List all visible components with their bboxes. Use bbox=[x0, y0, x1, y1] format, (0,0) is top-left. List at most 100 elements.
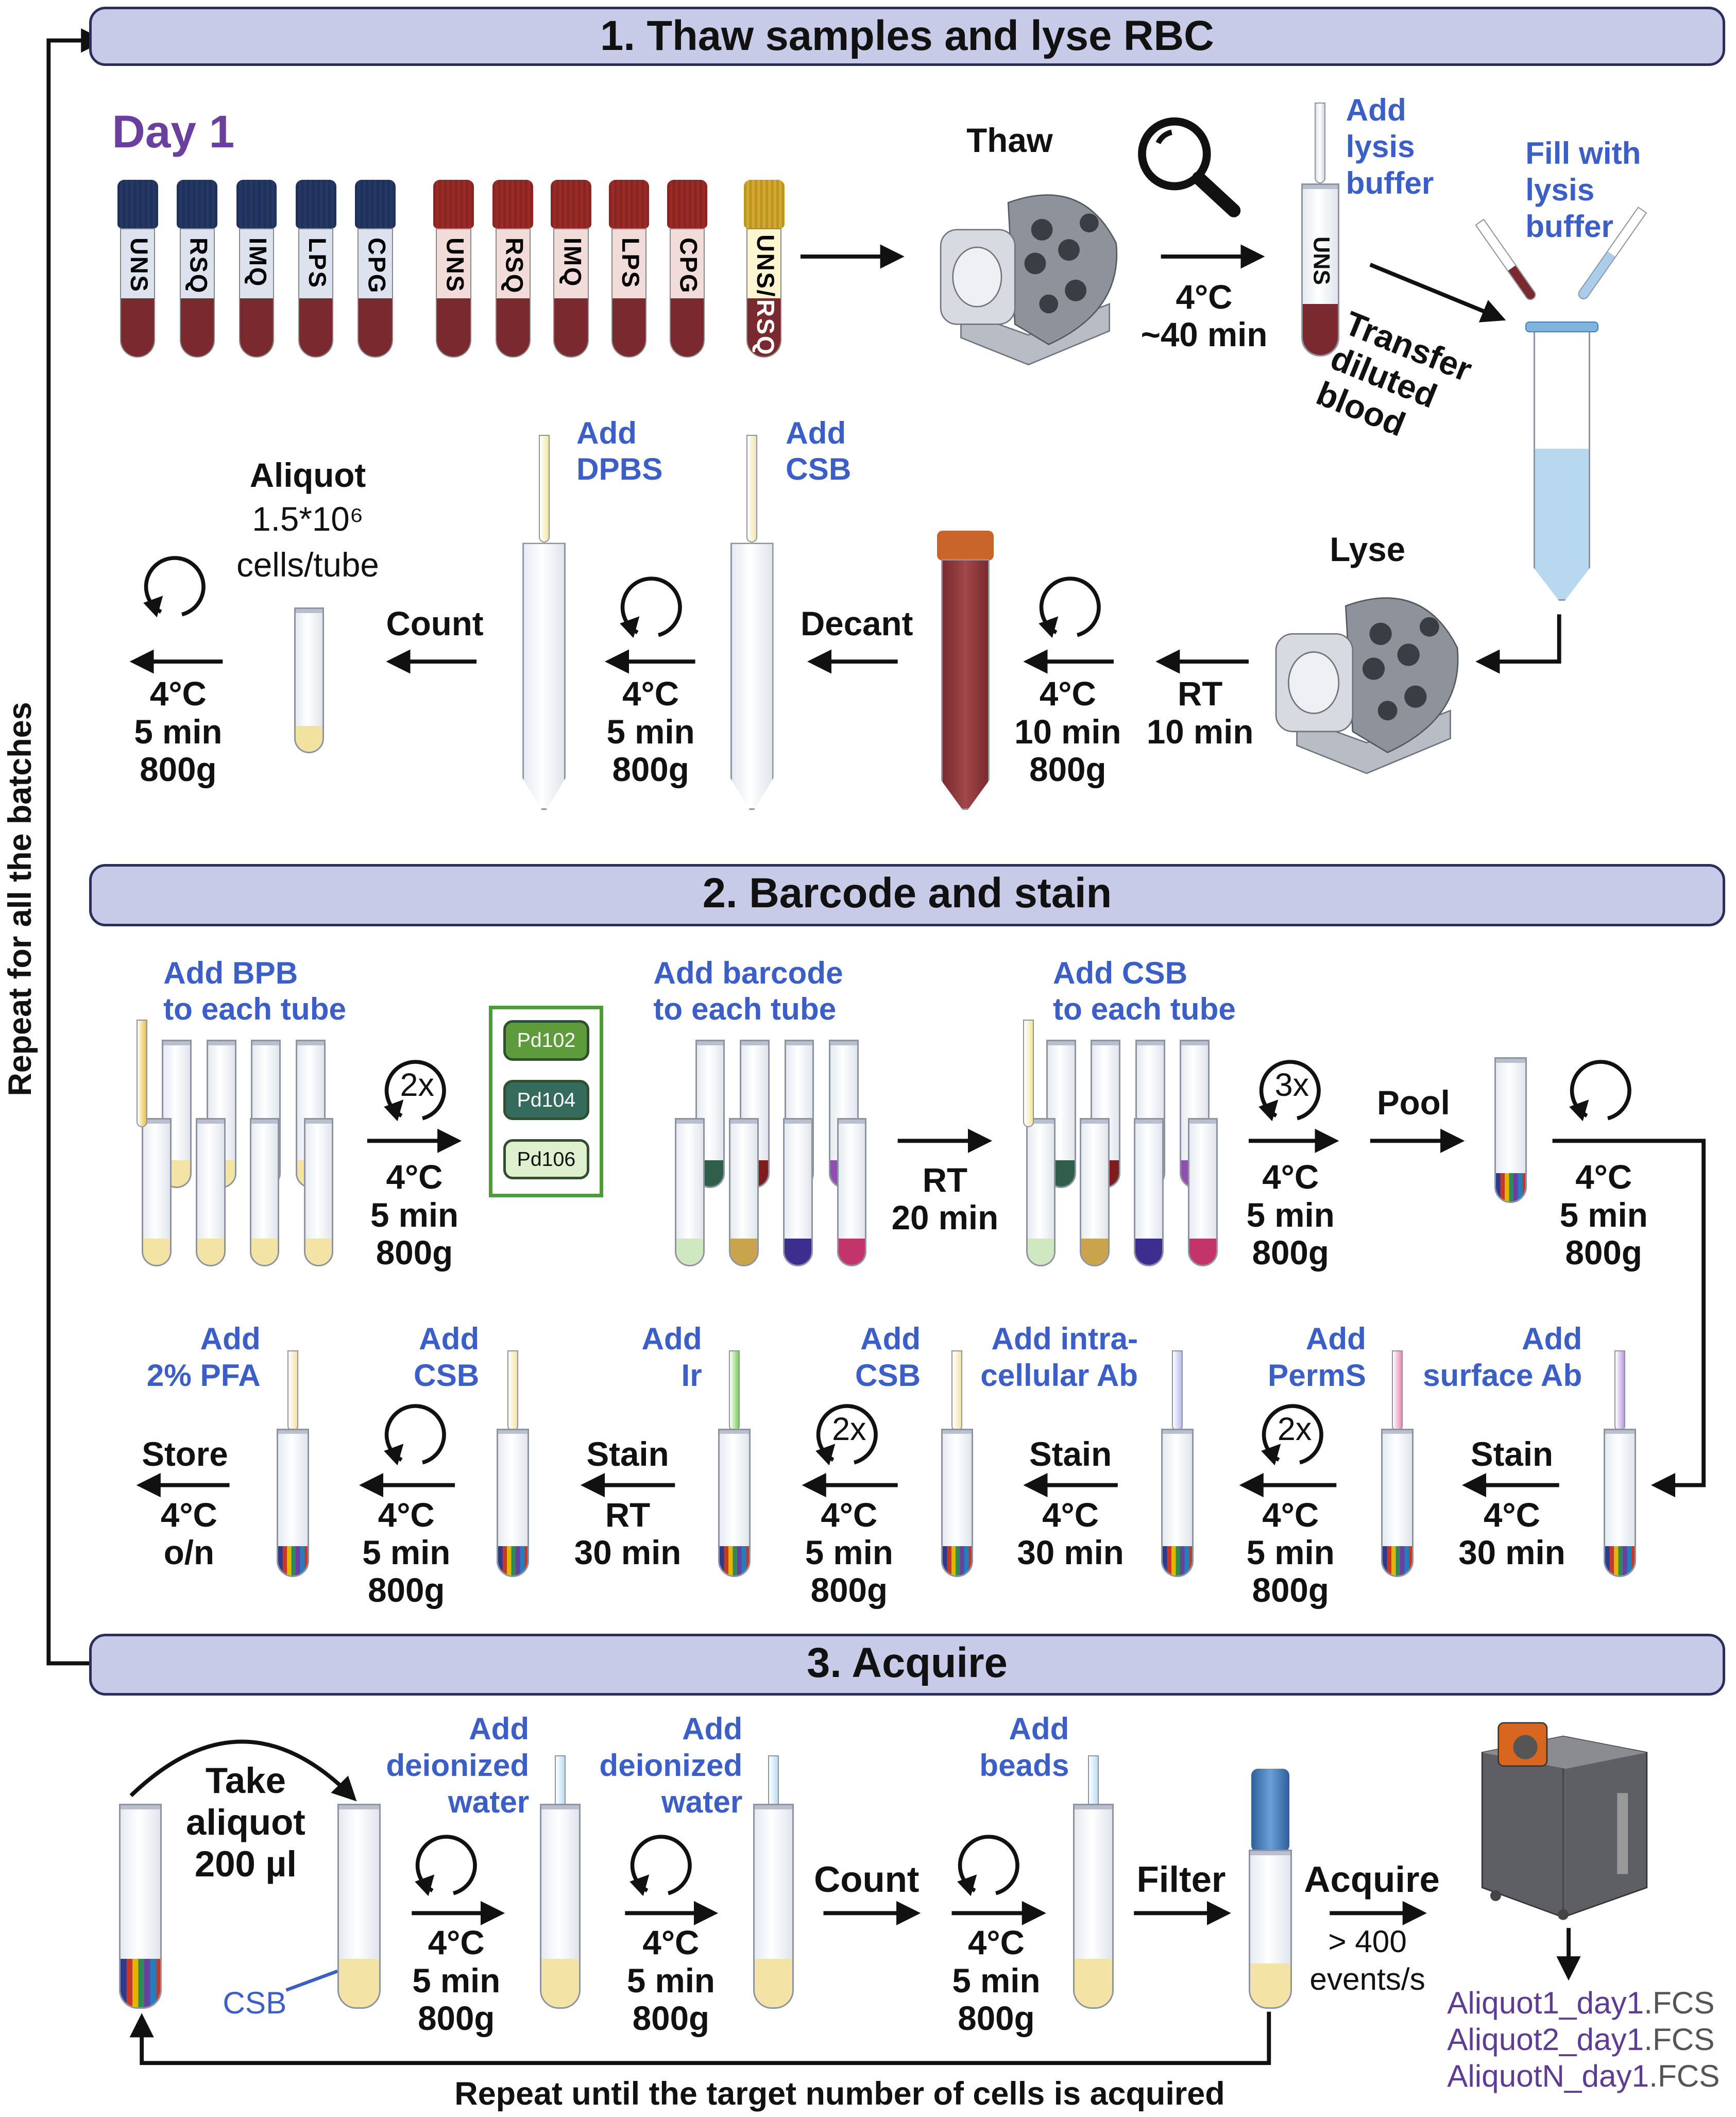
sample-tube bbox=[782, 1117, 813, 1267]
centrifuge-icon bbox=[1033, 567, 1111, 646]
filter-label: Filter bbox=[1136, 1859, 1226, 1900]
tube-label: RSQ bbox=[185, 237, 213, 294]
blood-tube: LPS bbox=[608, 179, 650, 361]
pipette-icon bbox=[136, 1019, 147, 1128]
add-barcode-label: Add barcode to each tube bbox=[653, 955, 843, 1027]
sample-tube bbox=[1134, 1117, 1164, 1267]
spin-conditions: 4°C 5 min 800g bbox=[626, 1924, 715, 2037]
section-1-header: 1. Thaw samples and lyse RBC bbox=[89, 7, 1726, 66]
aliquot-tube bbox=[337, 1804, 381, 2009]
blood-tube: IMQ bbox=[551, 179, 591, 361]
barcode-pd104: Pd104 bbox=[503, 1079, 590, 1121]
pipette-icon bbox=[287, 1350, 299, 1431]
stained-tube bbox=[718, 1428, 751, 1577]
tube-label: IMQ bbox=[244, 237, 272, 287]
blood-tube: LPS bbox=[295, 179, 336, 361]
pipette-icon bbox=[1023, 1019, 1034, 1128]
filter-cap-icon bbox=[1251, 1768, 1289, 1853]
add-perms-label: Add PermS bbox=[1268, 1320, 1366, 1393]
pipette-icon bbox=[951, 1350, 963, 1431]
blood-tube: RSQ bbox=[177, 179, 217, 361]
section-2-header: 2. Barcode and stain bbox=[89, 864, 1726, 926]
section-3-header: 3. Acquire bbox=[89, 1633, 1726, 1696]
tube-label: UNS/ bbox=[752, 234, 779, 298]
bead-tube bbox=[1073, 1804, 1114, 2009]
magnifier-icon bbox=[1138, 117, 1241, 217]
sample-tube bbox=[1188, 1117, 1218, 1267]
stained-tube bbox=[1381, 1428, 1414, 1577]
tube-label: LPS bbox=[617, 237, 644, 289]
wash-count: 2x bbox=[832, 1411, 866, 1448]
tube-rotator-icon bbox=[1269, 578, 1465, 787]
stain-conditions: 4°C 30 min bbox=[1017, 1496, 1124, 1571]
pipette-icon bbox=[1391, 1350, 1403, 1431]
spin-conditions: 4°C 5 min 800g bbox=[134, 675, 223, 788]
fcs-file-2: Aliquot2_day1.FCS bbox=[1447, 2021, 1714, 2058]
fcs-file-n: AliquotN_day1.FCS bbox=[1447, 2058, 1720, 2094]
pool-label: Pool bbox=[1376, 1084, 1450, 1122]
blood-tube: CPG bbox=[355, 179, 396, 361]
aliquot-amount: 1.5*10⁶ bbox=[252, 500, 364, 538]
fill-lysis-buffer-label: Fill with lysis buffer bbox=[1525, 136, 1641, 244]
tube-label: IMQ bbox=[559, 237, 587, 287]
blood-tube-mixed: UNS/ RSQ bbox=[743, 179, 785, 361]
centrifuge-icon bbox=[951, 1825, 1030, 1904]
stained-tube bbox=[497, 1428, 530, 1577]
stained-tube bbox=[1604, 1428, 1637, 1577]
pipette-icon bbox=[507, 1350, 519, 1431]
count-label: Count bbox=[386, 604, 484, 642]
stained-tube bbox=[1161, 1428, 1194, 1577]
tube-label: CPG bbox=[675, 237, 703, 294]
take-aliquot-label: Take aliquot 200 µl bbox=[185, 1759, 305, 1885]
file-ext: .FCS bbox=[1649, 2058, 1720, 2093]
pooled-tube bbox=[1494, 1057, 1527, 1203]
sample-tube bbox=[1026, 1117, 1056, 1267]
barcode-pd102: Pd102 bbox=[503, 1020, 590, 1061]
tube-label: UNS bbox=[441, 237, 469, 293]
add-dpbs-label: Add DPBS bbox=[576, 415, 663, 487]
lyse-label: Lyse bbox=[1330, 530, 1406, 568]
file-name: Aliquot1_day1 bbox=[1447, 1985, 1644, 2021]
wash-count: 2x bbox=[1277, 1411, 1312, 1448]
tube-label: RSQ bbox=[752, 299, 779, 357]
add-bpb-label: Add BPB to each tube bbox=[163, 955, 347, 1027]
tube-label: UNS bbox=[1308, 236, 1334, 285]
count-label: Count bbox=[814, 1859, 920, 1900]
store-conditions: 4°C o/n bbox=[160, 1496, 217, 1571]
centrifuge-icon bbox=[138, 547, 216, 625]
add-csb-label: Add CSB bbox=[855, 1320, 921, 1393]
pipette-icon bbox=[1171, 1350, 1183, 1431]
falcon-tube bbox=[730, 543, 774, 810]
lyse-conditions: RT 10 min bbox=[1146, 675, 1254, 751]
acquire-loop-label: Repeat until the target number of cells … bbox=[454, 2075, 1225, 2112]
stained-cells-tube bbox=[118, 1804, 162, 2009]
sample-tube bbox=[303, 1117, 334, 1267]
sample-tube bbox=[837, 1117, 867, 1267]
pipette-icon bbox=[746, 434, 758, 543]
falcon-tube-blood bbox=[941, 558, 990, 810]
tube-label: RSQ bbox=[501, 237, 529, 294]
stained-tube bbox=[941, 1428, 974, 1577]
spin-conditions: 4°C 5 min 800g bbox=[1246, 1496, 1335, 1610]
tube-label: UNS bbox=[126, 237, 154, 293]
spin-conditions: 4°C 5 min 800g bbox=[952, 1924, 1041, 2037]
tube-rotator-icon bbox=[934, 176, 1123, 378]
stain-conditions: RT 30 min bbox=[574, 1496, 682, 1571]
barcode-pd106: Pd106 bbox=[503, 1139, 590, 1180]
add-intracellular-ab-label: Add intra- cellular Ab bbox=[980, 1320, 1138, 1393]
store-label: Store bbox=[142, 1435, 228, 1473]
fcs-file-1: Aliquot1_day1.FCS bbox=[1447, 1985, 1714, 2021]
wash-tube bbox=[540, 1804, 581, 2009]
add-ir-label: Add Ir bbox=[641, 1320, 702, 1393]
tube-label: CPG bbox=[363, 237, 391, 294]
stain-conditions: 4°C 30 min bbox=[1458, 1496, 1565, 1571]
aliquot-tube bbox=[294, 607, 324, 754]
add-pfa-label: Add 2% PFA bbox=[146, 1320, 261, 1393]
sample-tube bbox=[195, 1117, 226, 1267]
tube-label: LPS bbox=[303, 237, 331, 289]
add-water-label: Add deionized water bbox=[599, 1711, 743, 1819]
falcon-tube bbox=[522, 543, 566, 810]
spin-conditions: 4°C 5 min 800g bbox=[362, 1496, 451, 1610]
